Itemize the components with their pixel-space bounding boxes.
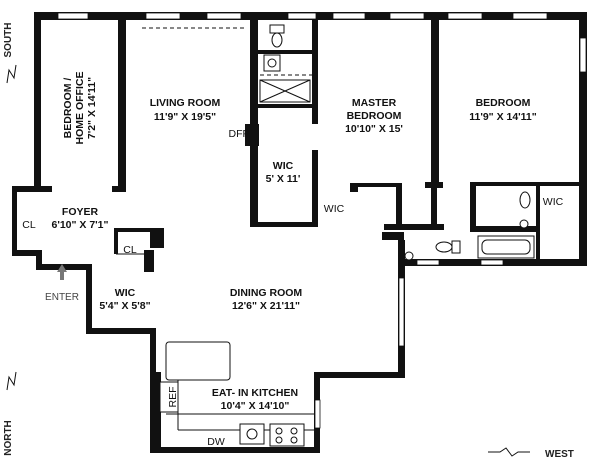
west-label: WEST bbox=[545, 449, 574, 460]
master-bedroom-dims: 10'10" X 15' bbox=[345, 123, 403, 135]
dw-label: DW bbox=[207, 436, 225, 448]
break-symbol-north bbox=[6, 371, 17, 391]
windows bbox=[57, 12, 587, 429]
wic-foyer-dims: 5'4" X 5'8" bbox=[99, 300, 150, 312]
bedroom-office-dims: 7'2" X 14'11" bbox=[86, 77, 98, 139]
toilet-icon bbox=[435, 240, 461, 254]
break-symbol-west bbox=[488, 447, 530, 457]
bedroom-dims: 11'9" X 14'11" bbox=[469, 111, 537, 123]
bedroom-name: BEDROOM bbox=[476, 97, 531, 109]
north-label: NORTH bbox=[3, 420, 14, 456]
stove-icon bbox=[269, 423, 305, 447]
wic-small-name: WIC bbox=[324, 203, 345, 215]
entry: ENTER bbox=[45, 264, 79, 303]
wic-foyer-name: WIC bbox=[115, 287, 136, 299]
room-labels: BEDROOM / HOME OFFICE 7'2" X 14'11" LIVI… bbox=[22, 72, 563, 448]
cl-foyer-name: CL bbox=[123, 244, 137, 256]
dining-room-name: DINING ROOM bbox=[230, 287, 303, 299]
wic-master-name: WIC bbox=[273, 160, 294, 172]
kitchen-name: EAT- IN KITCHEN bbox=[212, 387, 298, 399]
foyer-dims: 6'10" X 7'1" bbox=[52, 219, 109, 231]
wic-bedroom-name: WIC bbox=[543, 196, 564, 208]
sink-icon bbox=[263, 54, 281, 72]
fixtures bbox=[159, 24, 535, 447]
ref-label: REF bbox=[167, 387, 179, 408]
bedroom-office-name-2: HOME OFFICE bbox=[74, 72, 86, 145]
kitchen-sink-icon bbox=[239, 423, 265, 445]
cl-left-name: CL bbox=[22, 219, 36, 231]
sink-icon bbox=[404, 251, 414, 261]
sink-icon bbox=[519, 191, 531, 229]
wic-master-dims: 5' X 11' bbox=[266, 173, 301, 185]
break-symbol-south bbox=[6, 64, 17, 84]
enter-arrow-icon bbox=[57, 264, 67, 280]
kitchen-dims: 10'4" X 14'10" bbox=[221, 400, 290, 412]
dfp-label: DFP bbox=[229, 128, 250, 140]
table-icon bbox=[165, 341, 231, 381]
master-bedroom-name-1: MASTER bbox=[352, 97, 397, 109]
bedroom-office-label: BEDROOM / HOME OFFICE 7'2" X 14'11" bbox=[62, 72, 98, 145]
ref-icon bbox=[159, 381, 179, 413]
foyer-name: FOYER bbox=[62, 206, 99, 218]
living-room-name: LIVING ROOM bbox=[150, 97, 221, 109]
outer-walls bbox=[12, 12, 587, 453]
dining-room-dims: 12'6" X 21'11" bbox=[232, 300, 300, 312]
bedroom-office-name-1: BEDROOM / bbox=[62, 78, 74, 139]
compass-labels: SOUTH NORTH WEST bbox=[3, 23, 574, 461]
toilet-icon bbox=[269, 24, 285, 48]
south-label: SOUTH bbox=[3, 23, 14, 58]
master-bedroom-name-2: BEDROOM bbox=[347, 110, 402, 122]
living-room-dims: 11'9" X 19'5" bbox=[154, 111, 216, 123]
interior-walls bbox=[34, 20, 579, 450]
enter-label: ENTER bbox=[45, 292, 79, 303]
